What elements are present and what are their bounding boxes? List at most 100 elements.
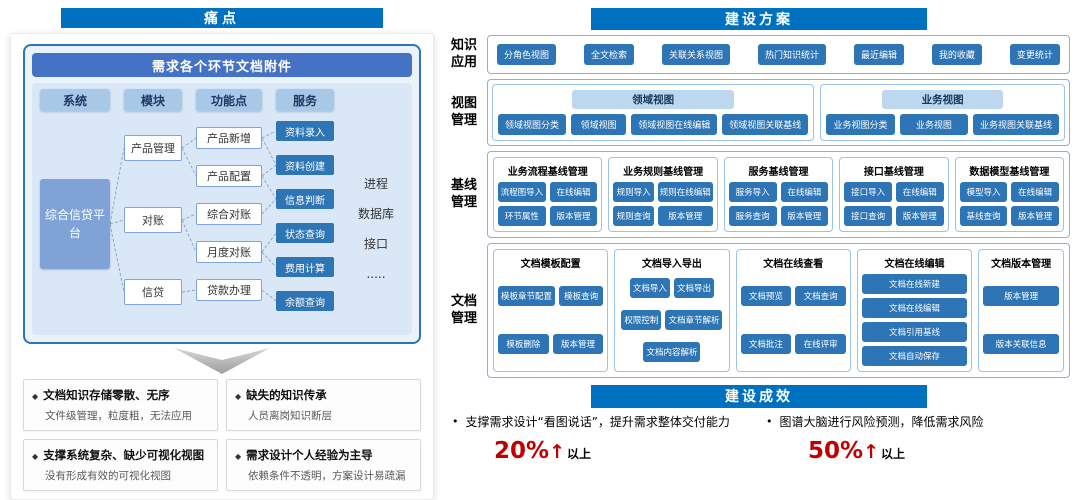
- group-business-view: 业务视图 业务视图分类业务视图业务视图关联基线: [820, 83, 1065, 141]
- issue-title-text: 缺失的知识传承: [246, 388, 327, 402]
- issue-title-text: 支撑系统复杂、缺少可视化视图: [43, 448, 205, 462]
- feature-chip: 最近编辑: [853, 43, 904, 65]
- service-node: 资料录入: [276, 121, 334, 141]
- module-node: 产品管理: [124, 135, 182, 161]
- group-items: 服务导入在线编辑服务查询版本管理: [728, 181, 829, 226]
- feature-chip: 在线编辑: [1011, 181, 1060, 202]
- group-items: 接口导入在线编辑接口查询版本管理: [844, 181, 944, 226]
- group-service-baseline: 服务基线管理 服务导入在线编辑服务查询版本管理: [723, 156, 834, 232]
- diamond-bullet-icon: ◆: [235, 452, 242, 461]
- group-process-baseline: 业务流程基线管理 流程图导入在线编辑环节属性版本管理: [493, 156, 603, 232]
- row-label-docs: 文档管理: [450, 293, 477, 327]
- slide: 痛点 需求各个环节文档附件: [10, 8, 1070, 500]
- group-items: 版本管理版本关联信息: [983, 274, 1059, 366]
- plan-header: 建设方案: [591, 8, 927, 30]
- function-node: 产品配置: [196, 165, 262, 187]
- group-title: 领域视图: [572, 89, 734, 109]
- issue-title: ◆ 缺失的知识传承: [235, 387, 412, 403]
- pain-card: 需求各个环节文档附件: [10, 33, 434, 500]
- group-items: 模型导入在线编辑基线查询版本管理: [959, 181, 1060, 226]
- column-header-service: 服务: [276, 89, 334, 111]
- feature-chip: 版本管理: [1011, 205, 1060, 226]
- group-doc-version: 文档版本管理 版本管理版本关联信息: [978, 248, 1064, 372]
- attachments-diagram: 需求各个环节文档附件: [23, 44, 421, 344]
- feature-chip: 文档在线编辑: [861, 297, 968, 318]
- metric-value: 20%: [494, 438, 550, 464]
- group-title: 文档在线查看: [763, 258, 824, 270]
- bullet-icon: •: [452, 414, 459, 428]
- diamond-bullet-icon: ◆: [32, 452, 39, 461]
- result-statement: 图谱大脑进行风险预测，降低需求风险: [779, 414, 984, 429]
- row-document-management: 文档管理 文档模板配置 模板章节配置模板查询模板删除版本管理 文档导入导出 文档…: [448, 242, 1070, 378]
- group-title: 业务视图: [882, 89, 1004, 109]
- feature-chip: 业务视图分类: [826, 113, 895, 135]
- feature-chip: 文档在线新建: [861, 273, 968, 294]
- result-metric: 50% ↑ 以上: [766, 438, 1066, 464]
- issue-description: 人员离岗知识断层: [248, 410, 332, 422]
- feature-chip: 规则导入: [613, 181, 654, 202]
- diagram-body: 系统 模块 功能点 服务 综合信贷平台 产品管理 对账 信贷 产品新增 产品配置…: [32, 83, 412, 335]
- feature-chip: 版本管理: [552, 333, 604, 354]
- group-title: 业务规则基线管理: [623, 166, 704, 178]
- feature-chip: 领域视图在线编辑: [631, 113, 718, 135]
- feature-chip: 文档批注: [740, 333, 792, 354]
- feature-chip: 文档引用基线: [861, 321, 968, 342]
- feature-chip: 领域视图: [571, 113, 627, 135]
- group-items: 文档在线新建文档在线编辑文档引用基线文档自动保存: [861, 273, 968, 366]
- baseline-groups: 业务流程基线管理 流程图导入在线编辑环节属性版本管理 业务规则基线管理 规则导入…: [487, 150, 1070, 238]
- feature-chip: 模板查询: [559, 285, 604, 306]
- doc-groups: 文档模板配置 模板章节配置模板查询模板删除版本管理 文档导入导出 文档导入文档导…: [487, 242, 1070, 378]
- metric-value: 50%: [808, 438, 864, 464]
- service-node: 余额查询: [276, 291, 334, 311]
- service-node: 状态查询: [276, 223, 334, 243]
- feature-chip: 接口查询: [844, 205, 892, 226]
- connector-lines: [109, 130, 277, 302]
- feature-chip: 版本管理: [895, 205, 944, 226]
- function-node: 综合对账: [196, 203, 262, 225]
- feature-chip: 我的收藏: [931, 43, 982, 65]
- feature-chip: 领域视图分类: [498, 113, 567, 135]
- diagram-title: 需求各个环节文档附件: [32, 53, 412, 77]
- feature-chip: 在线编辑: [549, 181, 598, 202]
- function-node: 贷款办理: [196, 279, 262, 301]
- diamond-bullet-icon: ◆: [32, 392, 39, 401]
- side-item: 接口: [363, 237, 388, 251]
- side-item: 数据库: [357, 207, 394, 221]
- group-items: 模板章节配置模板查询模板删除版本管理: [498, 274, 604, 366]
- issue-title: ◆ 文档知识存储零散、无序: [32, 387, 209, 403]
- down-arrow-icon: [23, 348, 421, 374]
- metric-suffix: 以上: [566, 447, 591, 461]
- result-item: • 图谱大脑进行风险预测，降低需求风险 50% ↑ 以上: [766, 414, 1066, 464]
- module-node: 信贷: [124, 279, 182, 305]
- group-title: 文档导入导出: [641, 258, 702, 270]
- group-doc-import-export: 文档导入导出 文档导入文档导出权限控制文档章节解析文档内容解析: [614, 248, 730, 372]
- column-header-system: 系统: [40, 89, 110, 111]
- service-node: 资料创建: [276, 155, 334, 175]
- result-metric: 20% ↑ 以上: [452, 438, 752, 464]
- row-view-management: 视图管理 领域视图 领域视图分类领域视图领域视图在线编辑领域视图关联基线 业务视…: [448, 78, 1070, 146]
- group-title: 接口基线管理: [863, 166, 924, 178]
- feature-chip: 环节属性: [498, 205, 546, 226]
- column-header-module: 模块: [124, 89, 182, 111]
- side-item: .....: [366, 267, 386, 281]
- feature-chip: 模型导入: [959, 181, 1008, 202]
- row-label-views: 视图管理: [450, 95, 477, 129]
- side-item-list: 进程数据库接口.....: [344, 169, 408, 289]
- plan-rows: 知识应用 分角色视图全文检索关联关系视图热门知识统计最近编辑我的收藏变更统计 视…: [448, 34, 1070, 378]
- feature-chip: 服务查询: [728, 205, 777, 226]
- group-title: 文档版本管理: [991, 258, 1052, 270]
- results-row: • 支撑需求设计“看图说话”，提升需求整体交付能力 20% ↑ 以上 • 图谱大…: [448, 412, 1070, 464]
- feature-chip: 模板章节配置: [498, 285, 556, 306]
- feature-chip: 文档自动保存: [861, 345, 968, 366]
- group-title: 文档在线编辑: [884, 258, 945, 270]
- diamond-bullet-icon: ◆: [235, 392, 242, 401]
- issues-grid: ◆ 文档知识存储零散、无序 文件级管理，粒度粗，无法应用 ◆ 缺失的知识传承 人…: [23, 379, 421, 491]
- group-domain-view: 领域视图 领域视图分类领域视图领域视图在线编辑领域视图关联基线: [492, 83, 815, 141]
- group-title: 业务流程基线管理: [507, 166, 588, 178]
- column-header-function: 功能点: [196, 89, 262, 111]
- feature-chip: 版本关联信息: [983, 333, 1059, 354]
- metric-suffix: 以上: [880, 447, 905, 461]
- feature-chip: 版本管理: [549, 205, 598, 226]
- row-label-baseline: 基线管理: [450, 177, 477, 211]
- function-node: 月度对账: [196, 241, 262, 263]
